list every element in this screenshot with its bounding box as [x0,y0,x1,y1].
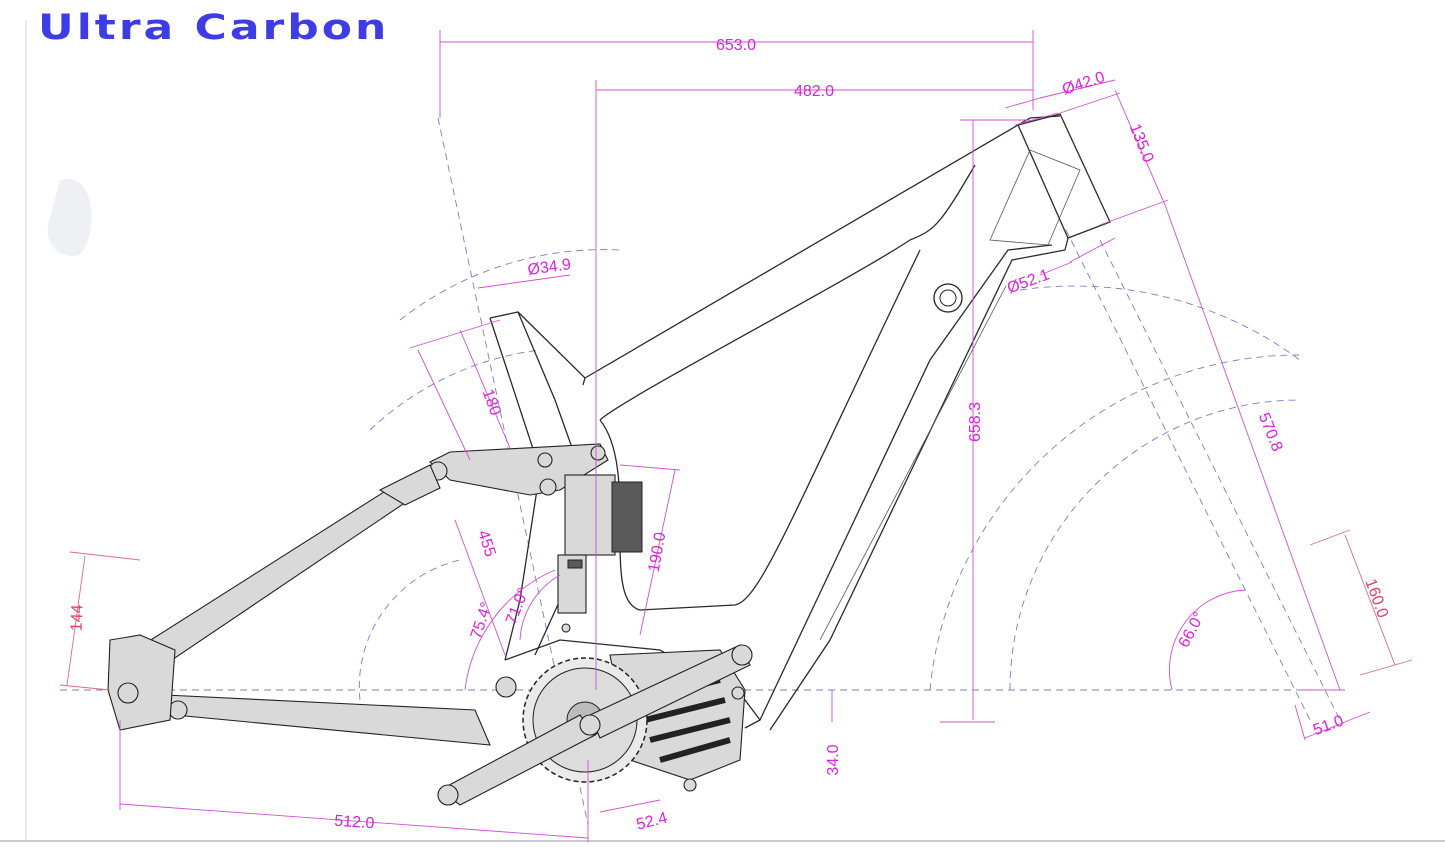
brand-title: Ultra Carbon [38,8,390,48]
smudge-mark [47,178,92,256]
dim-reach-inner: 482.0 [794,83,834,100]
dim-head-tube-diameter: Ø42.0 [1060,69,1107,99]
dim-dropout-height: 144 [69,604,87,631]
bike-frame [107,113,1111,806]
dim-lower-head-diameter: Ø52.1 [1005,266,1052,297]
dim-bb-drop: 34.0 [825,744,842,775]
dim-seat-tube-diameter: Ø34.9 [527,256,573,279]
dim-seat-angle-2: 71.0° [503,586,533,627]
dim-chainstay: 512.0 [334,813,375,833]
dim-fork-length: 570.8 [1255,411,1286,455]
dim-reach-top: 653.0 [716,37,756,54]
dim-seat-length: 455 [474,528,498,559]
dim-offset: 51.0 [1311,712,1346,739]
dim-shock-mount: 180 [479,387,504,418]
dim-bb-offset: 52.4 [635,810,669,834]
dim-stack: 658.3 [967,402,984,442]
dimension-lines [59,30,1413,842]
dim-fork-travel: 160.0 [1361,577,1391,621]
dim-head-tube-length: 135.0 [1126,122,1157,166]
dim-shock-length: 190.0 [646,531,670,573]
